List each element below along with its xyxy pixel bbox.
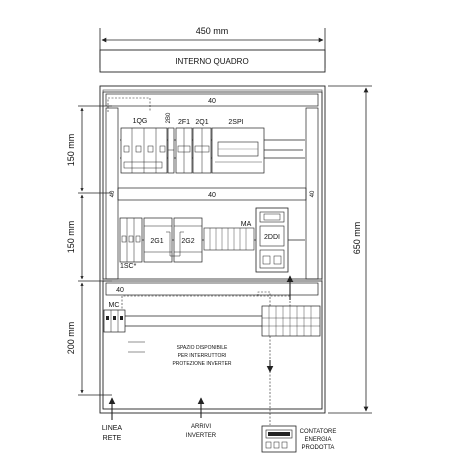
interface-2spi xyxy=(211,127,265,174)
surge-protector-2b0 xyxy=(167,127,175,174)
label-linea: LINEA xyxy=(102,425,123,432)
label-2ddi: 2DDI xyxy=(264,234,280,241)
middle-cable-duct xyxy=(117,187,307,201)
label-mc: MC xyxy=(109,302,120,309)
duct-label-top: 40 xyxy=(208,98,216,105)
height-dimension: 650 mm xyxy=(328,85,372,414)
display-unit-2ddi xyxy=(255,207,289,273)
label-1qg: 1QG xyxy=(133,118,148,125)
lower-section-frame xyxy=(102,280,323,410)
section-bottom-label: 200 mm xyxy=(66,322,76,355)
label-inverter: INVERTER xyxy=(186,433,217,439)
disconnector-block-1sc xyxy=(119,217,143,263)
enclosure-outline xyxy=(99,85,326,414)
dashed-connection-lower-2 xyxy=(257,291,271,306)
height-label: 650 mm xyxy=(352,222,362,255)
panel-title-box xyxy=(99,49,326,73)
duct-label-middle: 40 xyxy=(208,192,216,199)
section-mid-label: 150 mm xyxy=(66,221,76,254)
top-cable-duct xyxy=(105,93,319,107)
duct-label-right: 40 xyxy=(310,190,316,197)
label-2g1: 2G1 xyxy=(150,238,163,245)
lower-top-duct xyxy=(105,282,319,296)
section-top-label: 150 mm xyxy=(66,134,76,167)
panel-title: INTERNO QUADRO xyxy=(175,57,248,66)
label-2g2: 2G2 xyxy=(181,238,194,245)
main-switch-1qg xyxy=(120,127,168,174)
inverter-space-line-3: PROTEZIONE INVERTER xyxy=(172,361,231,367)
contactor-ma xyxy=(203,227,255,251)
duct-label-lower: 40 xyxy=(116,287,124,294)
terminal-strip-output xyxy=(261,305,321,337)
label-2q1: 2Q1 xyxy=(195,119,208,126)
width-label: 450 mm xyxy=(196,26,229,36)
terminal-block-mc xyxy=(103,309,126,333)
dashed-connection-top xyxy=(107,97,151,112)
label-prodotta: PRODOTTA xyxy=(302,445,335,451)
generator-2g1 xyxy=(143,217,173,263)
fuse-2f1 xyxy=(175,127,193,174)
inverter-space-line-1: SPAZIO DISPONIBILE xyxy=(177,345,228,351)
label-2f1: 2F1 xyxy=(178,119,190,126)
label-rete: RETE xyxy=(103,435,122,442)
dashed-connection-lower xyxy=(121,295,291,312)
label-1sc: 1SC* xyxy=(120,263,137,270)
duct-label-left: 40 xyxy=(110,190,116,197)
upper-module-zone xyxy=(102,91,323,280)
generator-2g2 xyxy=(173,217,203,263)
label-ma: MA xyxy=(241,221,252,228)
inverter-space-line-2: PER INTERRUTTORI xyxy=(178,353,227,359)
label-arrivi: ARRIVI xyxy=(191,424,211,430)
section-dimensions: 150 mm 150 mm 200 mm xyxy=(66,105,112,396)
link-2g1-2g2 xyxy=(166,231,184,257)
label-2b0: 2B0 xyxy=(166,112,172,123)
label-contatore: CONTATORE xyxy=(300,429,337,435)
energy-meter-device xyxy=(261,425,297,453)
breaker-2q1 xyxy=(192,127,212,174)
label-2spi: 2SPI xyxy=(228,119,243,126)
label-energia: ENERGIA xyxy=(304,437,331,443)
